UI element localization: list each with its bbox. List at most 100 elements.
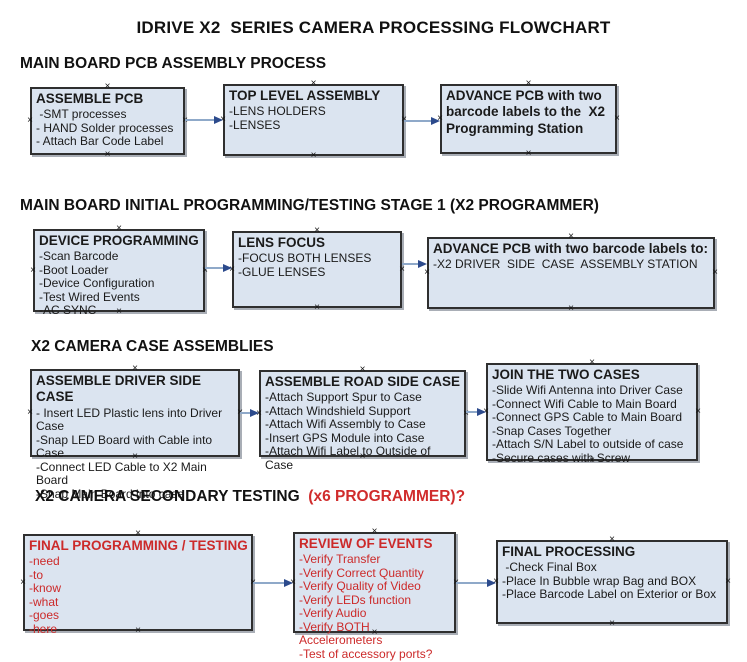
box-item: -Verify Transfer	[299, 552, 381, 567]
process-box[interactable]: ASSEMBLE DRIVER SIDE CASE- Insert LED Pl…	[27, 364, 243, 501]
connection-point-icon: ×	[104, 149, 111, 160]
connector-arrow[interactable]	[466, 411, 479, 413]
box-item: -Test of accessory ports?	[299, 646, 433, 661]
process-box[interactable]: DEVICE PROGRAMMING-Scan Barcode-Boot Loa…	[30, 224, 208, 318]
process-box[interactable]: ADVANCE PCB with two barcode labels to t…	[437, 79, 620, 159]
box-item: -Attach Support Spur to Case	[265, 390, 422, 405]
arrow-head-icon	[431, 116, 440, 125]
box-item: -FOCUS BOTH LENSES	[238, 251, 372, 266]
box-item: - HAND Solder processes	[36, 120, 174, 135]
connector-arrow[interactable]	[404, 120, 433, 122]
box-title: ASSEMBLE ROAD SIDE CASE	[265, 374, 461, 389]
connection-point-icon: ×	[609, 618, 615, 629]
arrow-head-icon	[477, 407, 486, 416]
connector-arrow[interactable]	[456, 582, 489, 584]
connection-point-icon: ×	[27, 407, 33, 418]
box-item: -AC SYNC	[39, 303, 97, 318]
process-box[interactable]: ASSEMBLE ROAD SIDE CASE-Attach Support S…	[256, 365, 469, 472]
connection-point-icon: ×	[314, 302, 320, 313]
arrow-head-icon	[418, 259, 427, 268]
process-box[interactable]: ASSEMBLE PCB -SMT processes- HAND Solder…	[27, 82, 188, 160]
box-title: TOP LEVEL ASSEMBLY	[229, 88, 381, 103]
box-item: -Verify LEDs function	[299, 592, 412, 607]
connection-point-icon: ×	[614, 113, 620, 124]
section-heading-text: X2 CAMERA SECONDARY TESTING	[35, 488, 304, 505]
box-item: -X2 DRIVER SIDE CASE ASSEMBLY STATION	[433, 257, 698, 272]
connector-arrow[interactable]	[240, 412, 252, 414]
box-item: -GLUE LENSES	[238, 264, 326, 279]
section-heading: X2 CAMERA SECONDARY TESTING (x6 PROGRAMM…	[35, 488, 465, 506]
section-heading: X2 CAMERA CASE ASSEMBLIES	[31, 338, 274, 356]
connector-arrow[interactable]	[402, 263, 420, 265]
connection-point-icon: ×	[568, 303, 574, 314]
box-item: -Secure cases with Screw	[492, 450, 631, 465]
box-item: -Snap Cases Together	[492, 423, 612, 438]
process-box[interactable]: REVIEW OF EVENTS-Verify Transfer-Verify …	[290, 527, 459, 661]
box-item: -Verify Correct Quantity	[299, 565, 424, 580]
box-item: -Attach Wifi Label to Outside of Case	[265, 444, 434, 472]
box-item: -Verify Audio	[299, 606, 367, 621]
box-item: -Place Barcode Label on Exterior or Box	[502, 587, 717, 602]
box-title: ADVANCE PCB with two barcode labels to:	[433, 241, 709, 256]
box-item: -Attach Windshield Support	[265, 403, 411, 418]
box-title: ASSEMBLE DRIVER SIDE CASE	[36, 373, 205, 405]
arrow-head-icon	[250, 408, 259, 417]
arrow-head-icon	[284, 578, 293, 587]
box-item: -SMT processes	[36, 107, 127, 122]
section-heading: MAIN BOARD PCB ASSEMBLY PROCESS	[20, 55, 326, 73]
box-item: -Attach Wifi Assembly to Case	[265, 417, 426, 432]
connection-point-icon: ×	[27, 115, 33, 126]
process-box[interactable]: FINAL PROGRAMMING / TESTING-need-to-know…	[20, 529, 256, 636]
box-item: - Insert LED Plastic lens into Driver Ca…	[36, 405, 226, 434]
process-box[interactable]: ADVANCE PCB with two barcode labels to:-…	[424, 232, 718, 314]
box-item: -here	[29, 621, 58, 636]
section-heading-text: MAIN BOARD INITIAL PROGRAMMING/TESTING S…	[20, 197, 599, 214]
box-item: -LENSES	[229, 117, 281, 132]
connection-point-icon: ×	[399, 263, 405, 275]
box-item: -Snap Main Board into case	[36, 486, 185, 501]
box-item: -Connect LED Cable to X2 Main Board	[36, 459, 211, 488]
arrow-head-icon	[487, 578, 496, 587]
box-item: -Connect GPS Cable to Main Board	[492, 410, 683, 425]
box-item: -LENS HOLDERS	[229, 104, 326, 119]
process-box[interactable]: JOIN THE TWO CASES-Slide Wifi Antenna in…	[483, 358, 701, 466]
box-item: -goes	[29, 608, 60, 623]
box-title: FINAL PROCESSING	[502, 544, 636, 559]
box-item: -Insert GPS Module into Case	[265, 430, 425, 445]
section-heading-text: MAIN BOARD PCB ASSEMBLY PROCESS	[20, 55, 327, 72]
box-item: -Snap LED Board with Cable into Case	[36, 432, 216, 461]
process-box[interactable]: LENS FOCUS-FOCUS BOTH LENSES-GLUE LENSES…	[229, 226, 405, 313]
flowchart-title: IDRIVE X2 SERIES CAMERA PROCESSING FLOWC…	[136, 18, 611, 37]
box-item: -need	[29, 554, 60, 569]
box-title: FINAL PROGRAMMING / TESTING	[29, 538, 248, 553]
box-item: -to	[29, 567, 44, 582]
section-heading-text: X2 CAMERA CASE ASSEMBLIES	[31, 338, 274, 355]
connector-arrow[interactable]	[205, 267, 225, 269]
box-title: ADVANCE PCB with two barcode labels to t…	[446, 88, 609, 136]
section-heading-red-text: (x6 PROGRAMMER)?	[304, 488, 466, 505]
box-title: REVIEW OF EVENTS	[299, 536, 433, 551]
connection-point-icon: ×	[20, 576, 26, 588]
box-item: -Slide Wifi Antenna into Driver Case	[492, 383, 683, 398]
box-item: -Verify BOTH Accelerometers	[299, 619, 383, 648]
connection-point-icon: ×	[182, 116, 188, 126]
box-item: - Attach Bar Code Label	[36, 134, 164, 149]
process-box[interactable]: TOP LEVEL ASSEMBLY-LENS HOLDERS-LENSES××…	[220, 79, 407, 161]
connection-point-icon: ×	[525, 148, 532, 159]
box-item: -Check Final Box	[502, 560, 597, 575]
connector-arrow[interactable]	[253, 582, 286, 584]
box-title: JOIN THE TWO CASES	[492, 367, 640, 382]
connection-point-icon: ×	[712, 267, 718, 278]
box-item: -know	[29, 581, 62, 596]
connection-point-icon: ×	[424, 267, 430, 278]
connection-point-icon: ×	[725, 576, 731, 587]
arrow-head-icon	[223, 263, 232, 272]
arrow-head-icon	[214, 115, 223, 124]
connection-point-icon: ×	[695, 406, 701, 417]
connector-arrow[interactable]	[185, 119, 216, 121]
box-title: ASSEMBLE PCB	[36, 91, 144, 106]
box-item: -Device Configuration	[39, 276, 155, 291]
process-box[interactable]: FINAL PROCESSING -Check Final Box -Place …	[493, 535, 731, 629]
box-item: -Boot Loader	[39, 262, 109, 277]
